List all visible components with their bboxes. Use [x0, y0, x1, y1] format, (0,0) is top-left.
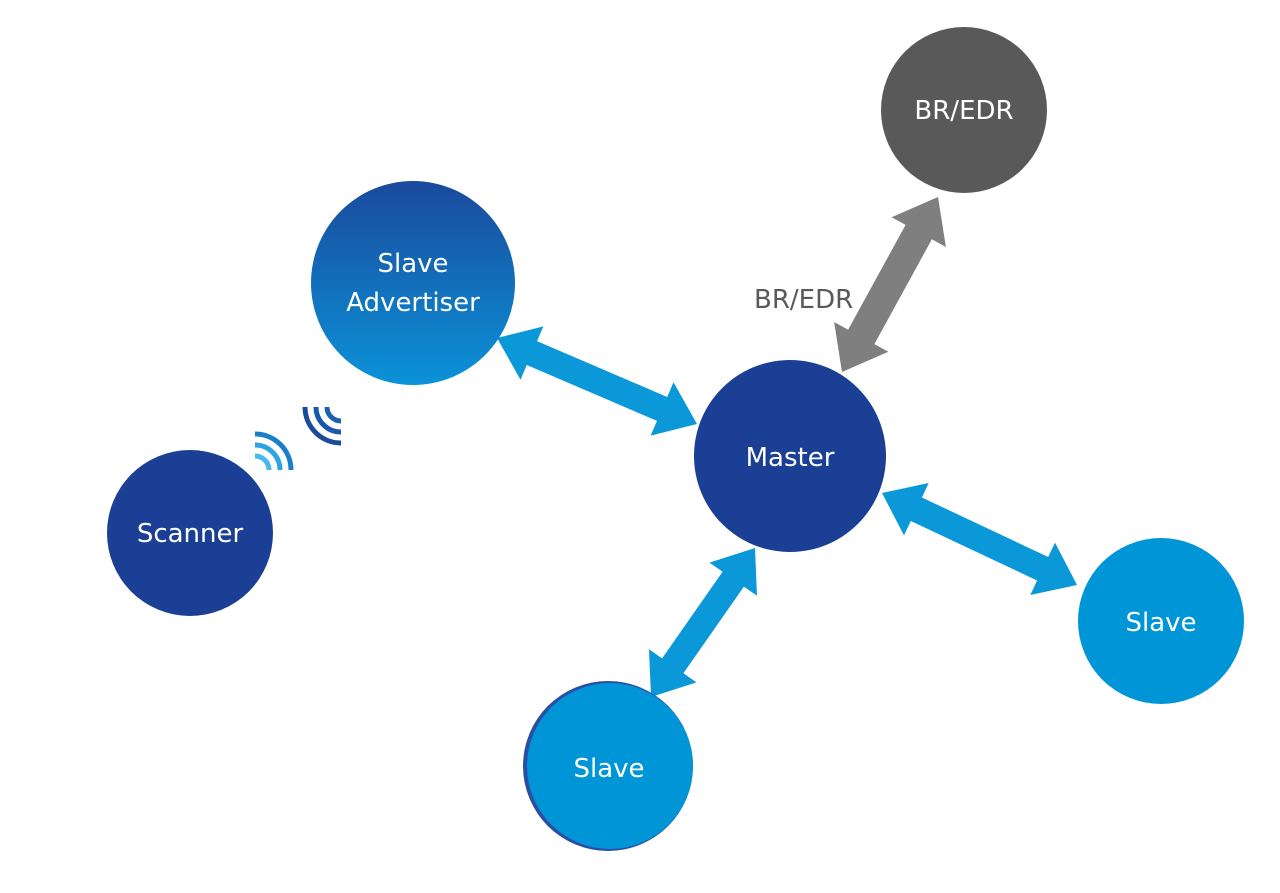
connection-arrows	[497, 197, 1077, 697]
node-br-edr: BR/EDR	[881, 27, 1047, 193]
br-edr-label: BR/EDR	[914, 96, 1013, 126]
br-edr-link-arrow	[834, 197, 946, 372]
node-master: Master	[694, 360, 886, 552]
master-circle	[694, 360, 886, 552]
slave-advertiser-label-line1: Slave	[377, 249, 448, 279]
slave-bottom-label: Slave	[573, 754, 644, 784]
slave-bottom-circle	[527, 683, 693, 849]
slave-advertiser-circle	[311, 181, 515, 385]
wireless-signal-icon	[254, 431, 294, 471]
wireless-signal-icon	[302, 406, 342, 446]
scanner-label: Scanner	[137, 519, 244, 549]
node-scanner: Scanner	[107, 450, 273, 616]
slave-advertiser-label-line2: Advertiser	[346, 288, 480, 318]
br-edr-circle	[881, 27, 1047, 193]
slave-right-label: Slave	[1125, 608, 1196, 638]
master-slave-right-link-arrow	[882, 483, 1077, 595]
master-slave-bottom-link-arrow	[649, 548, 757, 697]
advertiser-master-link-arrow	[497, 326, 697, 436]
br-edr-link-label: BR/EDR	[754, 285, 853, 315]
node-slave-advertiser: Slave Advertiser	[311, 181, 515, 385]
scanner-circle	[107, 450, 273, 616]
node-slave-right: Slave	[1078, 538, 1244, 704]
master-label: Master	[746, 443, 835, 473]
node-slave-bottom: Slave	[523, 681, 693, 851]
slave-right-circle	[1078, 538, 1244, 704]
